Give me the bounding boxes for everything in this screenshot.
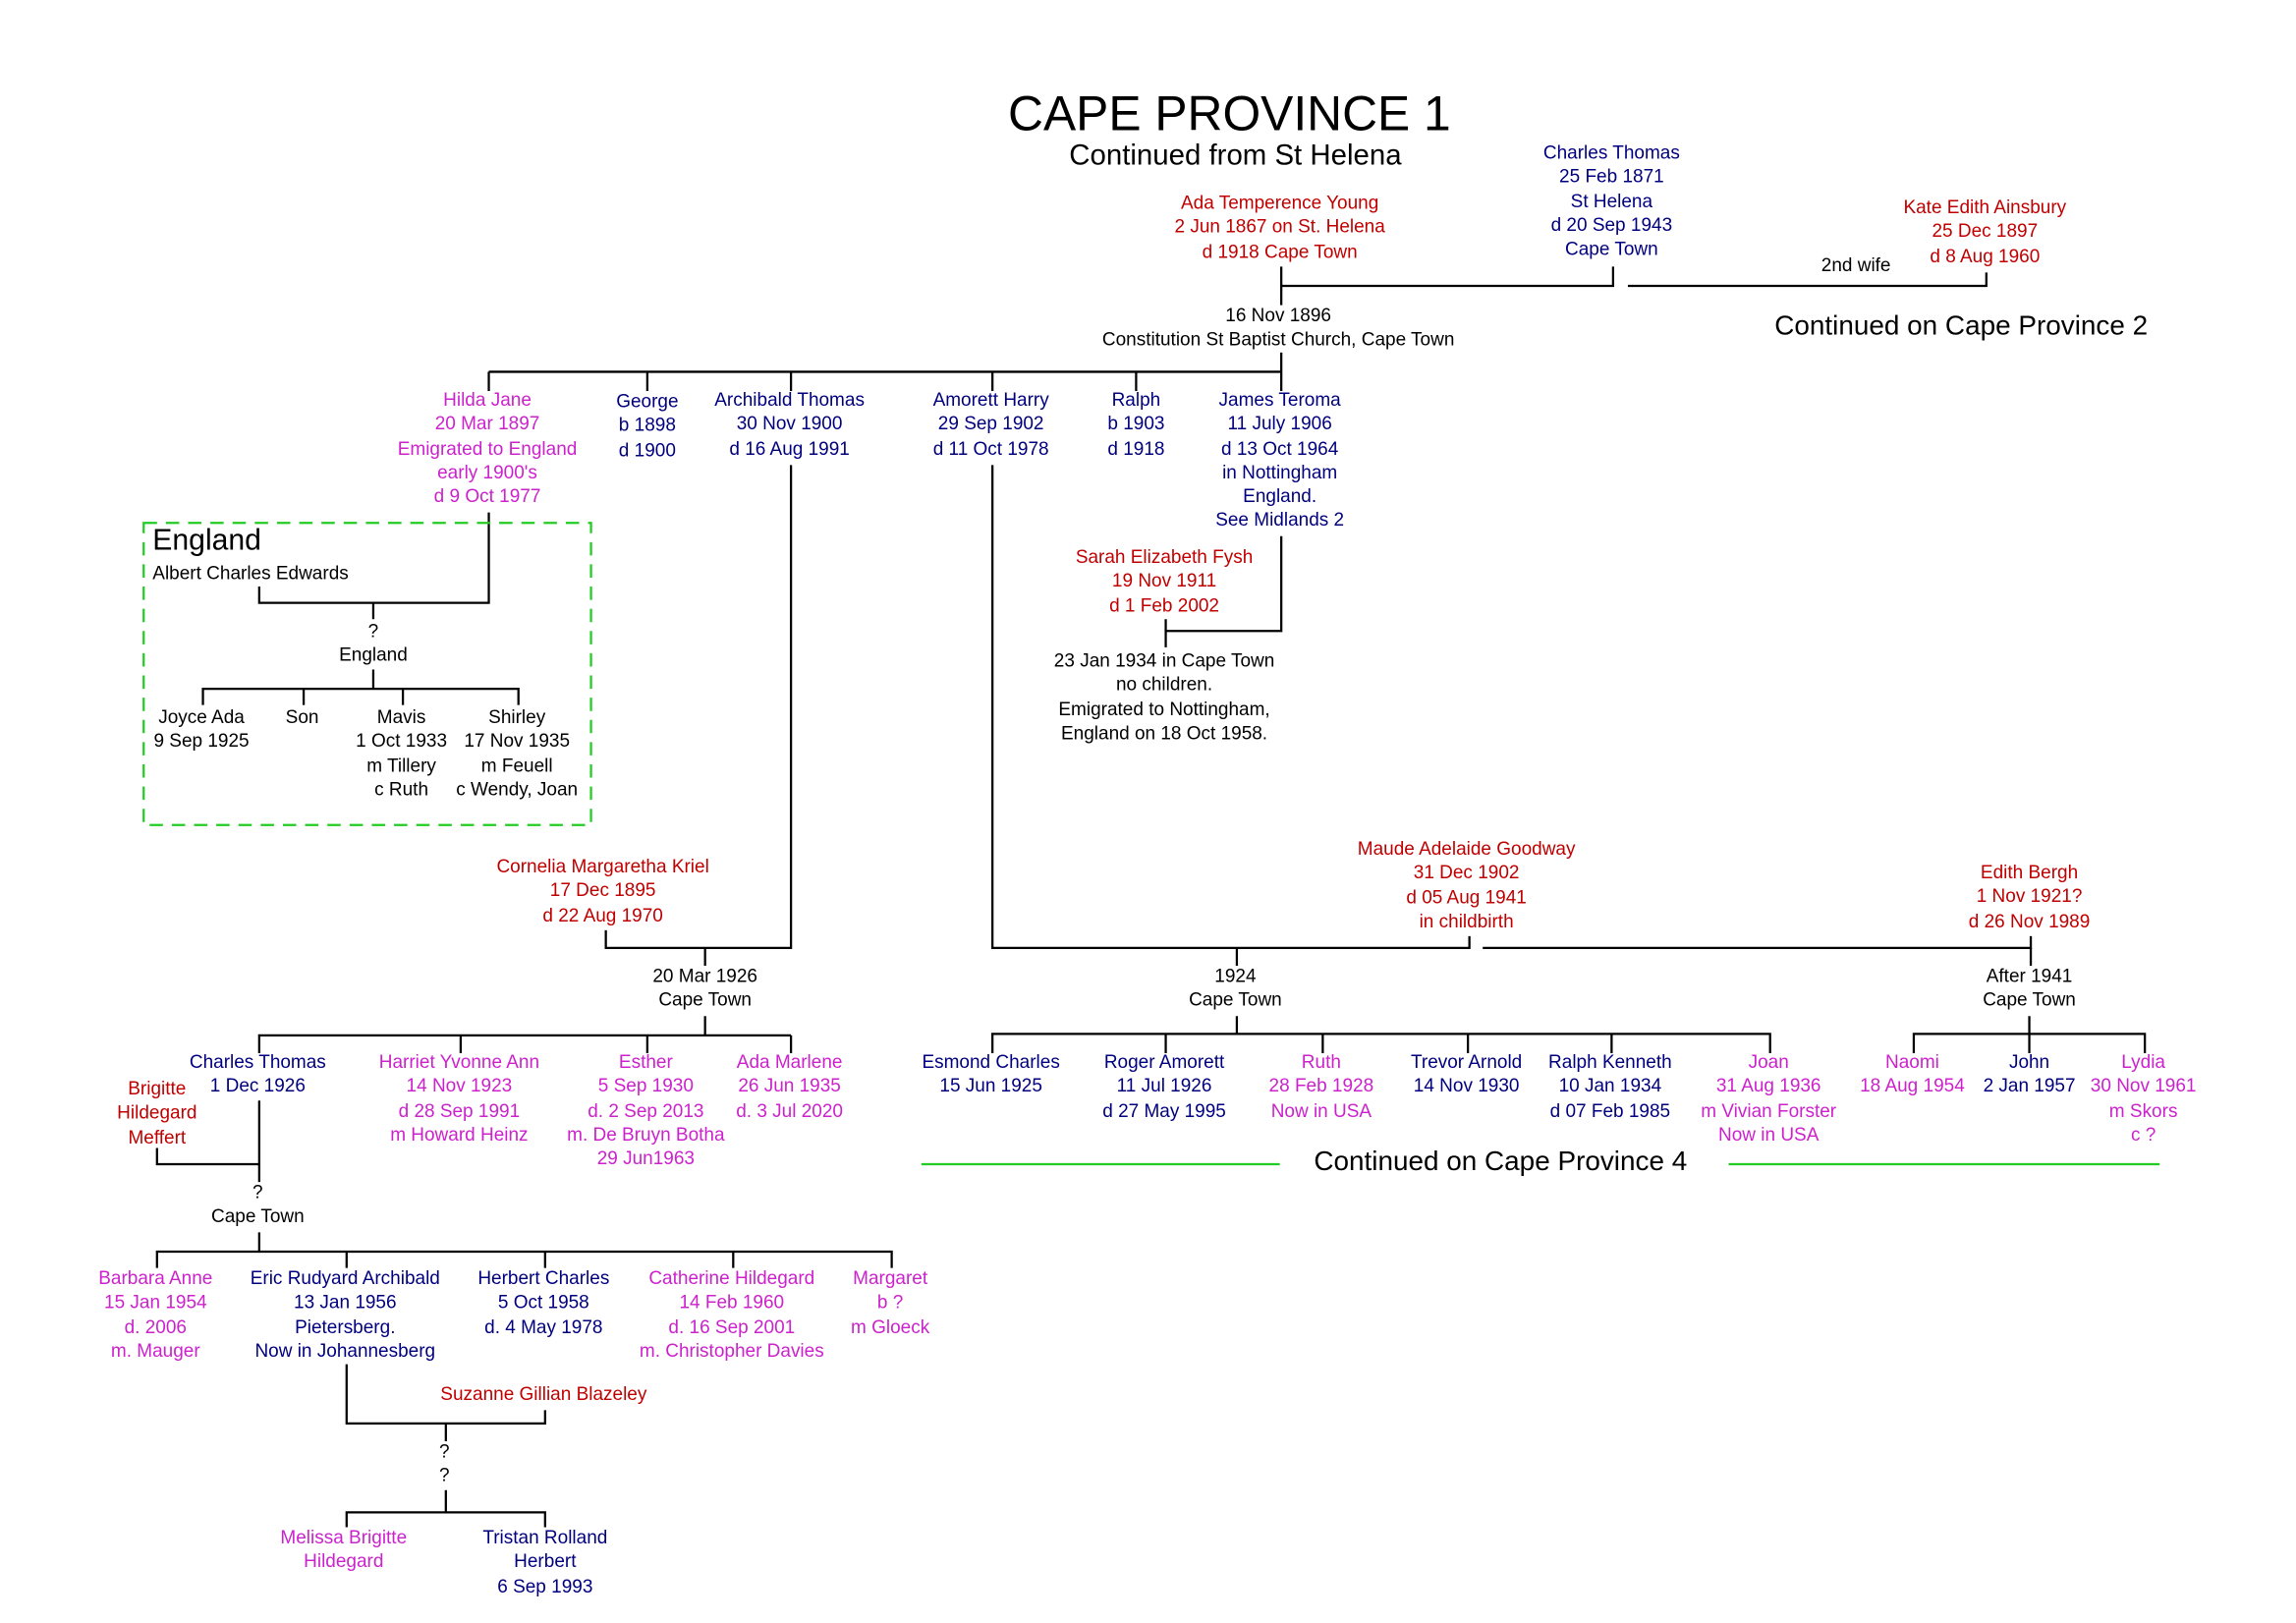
person-joan: Joan 31 Aug 1936 m Vivian Forster Now in… <box>1701 1051 1837 1146</box>
marriage-1924: 1924 Cape Town <box>1189 966 1282 1011</box>
england-box-title: England <box>152 524 261 557</box>
line <box>604 465 793 950</box>
person-barbara: Barbara Anne 15 Jan 1954 d. 2006 m. Maug… <box>98 1267 213 1362</box>
person-herbert: Herbert Charles 5 Oct 1958 d. 4 May 1978 <box>477 1267 610 1337</box>
person-albert-edwards: Albert Charles Edwards <box>152 562 349 585</box>
person-naomi: Naomi 18 Aug 1954 <box>1860 1051 1965 1097</box>
person-hilda-jane: Hilda Jane 20 Mar 1897 Emigrated to Engl… <box>397 389 578 507</box>
marriage-england: ? England <box>339 620 408 666</box>
marriage-1934: 23 Jan 1934 in Cape Town no children. Em… <box>1053 649 1275 744</box>
line <box>257 1016 793 1053</box>
person-shirley: Shirley 17 Nov 1935 m Feuell c Wendy, Jo… <box>456 706 579 800</box>
person-lydia: Lydia 30 Nov 1961 m Skors c ? <box>2090 1051 2197 1146</box>
person-kate-ainsbury: Kate Edith Ainsbury 25 Dec 1897 d 8 Aug … <box>1903 196 2067 266</box>
person-tristan: Tristan Rolland Herbert 6 Sep 1993 <box>482 1527 608 1596</box>
person-charles-thomas-sr: Charles Thomas 25 Feb 1871 St Helena d 2… <box>1542 141 1680 260</box>
person-eric: Eric Rudyard Archibald 13 Jan 1956 Piete… <box>250 1267 440 1362</box>
person-edith-bergh: Edith Bergh 1 Nov 1921? d 26 Nov 1989 <box>1968 862 2091 931</box>
person-son: Son <box>285 706 319 728</box>
line <box>1483 935 2033 950</box>
line <box>155 1232 893 1268</box>
line <box>1235 947 2033 967</box>
person-cornelia-kriel: Cornelia Margaretha Kriel 17 Dec 1895 d … <box>496 856 709 925</box>
line <box>1280 266 1615 288</box>
person-roger: Roger Amorett 11 Jul 1926 d 27 May 1995 <box>1102 1051 1226 1121</box>
person-catherine: Catherine Hildegard 14 Feb 1960 d. 16 Se… <box>639 1267 824 1362</box>
person-amorett-harry: Amorett Harry 29 Sep 1902 d 11 Oct 1978 <box>932 389 1049 459</box>
continued-cp4-label: Continued on Cape Province 4 <box>1314 1145 1688 1177</box>
person-archibald-thomas: Archibald Thomas 30 Nov 1900 d 16 Aug 19… <box>714 389 865 459</box>
person-george: George b 1898 d 1900 <box>616 391 679 461</box>
person-esther: Esther 5 Sep 1930 d. 2 Sep 2013 m. De Br… <box>567 1051 725 1169</box>
marriage-1926: 20 Mar 1926 Cape Town <box>652 966 757 1011</box>
person-trevor: Trevor Arnold 14 Nov 1930 <box>1410 1051 1523 1097</box>
person-brigitte-meffert: Brigitte Hildegard Meffert <box>117 1078 197 1147</box>
person-joyce-ada: Joyce Ada 9 Sep 1925 <box>153 706 250 752</box>
second-wife-label: 2nd wife <box>1820 254 1891 276</box>
line <box>991 465 1471 950</box>
person-suzanne-blazeley: Suzanne Gillian Blazeley <box>440 1383 647 1405</box>
marriage-1896: 16 Nov 1896 Constitution St Baptist Chur… <box>1101 305 1455 351</box>
person-margaret: Margaret b ? m Gloeck <box>851 1267 930 1337</box>
page-title: CAPE PROVINCE 1 <box>1008 85 1451 141</box>
person-harriet: Harriet Yvonne Ann 14 Nov 1923 d 28 Sep … <box>378 1051 540 1146</box>
person-melissa: Melissa Brigitte Hildegard <box>280 1527 408 1573</box>
person-mavis: Mavis 1 Oct 1933 m Tillery c Ruth <box>356 706 448 800</box>
line <box>1627 272 1988 288</box>
line <box>991 1016 1771 1053</box>
line <box>155 1100 260 1166</box>
person-esmond: Esmond Charles 15 Jun 1925 <box>922 1051 1060 1097</box>
person-sarah-fysh: Sarah Elizabeth Fysh 19 Nov 1911 d 1 Feb… <box>1075 546 1254 616</box>
person-ralph: Ralph b 1903 d 1918 <box>1107 389 1165 459</box>
continued-cp2-label: Continued on Cape Province 2 <box>1774 309 2149 341</box>
england-dashed-box <box>142 522 592 826</box>
marriage-after-1941: After 1941 Cape Town <box>1983 966 2076 1011</box>
line <box>201 669 520 705</box>
person-ralph-kenneth: Ralph Kenneth 10 Jan 1934 d 07 Feb 1985 <box>1548 1051 1672 1121</box>
person-ruth: Ruth 28 Feb 1928 Now in USA <box>1268 1051 1374 1121</box>
person-james-teroma: James Teroma 11 July 1906 d 13 Oct 1964 … <box>1215 389 1345 532</box>
person-john: John 2 Jan 1957 <box>1983 1051 2076 1097</box>
line <box>345 1489 546 1528</box>
person-ada-marlene: Ada Marlene 26 Jun 1935 d. 3 Jul 2020 <box>736 1051 843 1121</box>
line <box>257 512 490 604</box>
marriage-cape-town-unknown: ? Cape Town <box>211 1182 305 1227</box>
person-ada-young: Ada Temperence Young 2 Jun 1867 on St. H… <box>1174 193 1385 262</box>
person-maude-goodway: Maude Adelaide Goodway 31 Dec 1902 d 05 … <box>1357 838 1576 932</box>
person-charles-thomas-jr: Charles Thomas 1 Dec 1926 <box>189 1051 326 1097</box>
marriage-unknown: ? ? <box>439 1440 450 1486</box>
line <box>1912 1016 2147 1053</box>
line <box>1164 535 1283 647</box>
line <box>487 371 1283 392</box>
page-subtitle: Continued from St Helena <box>1069 139 1402 172</box>
